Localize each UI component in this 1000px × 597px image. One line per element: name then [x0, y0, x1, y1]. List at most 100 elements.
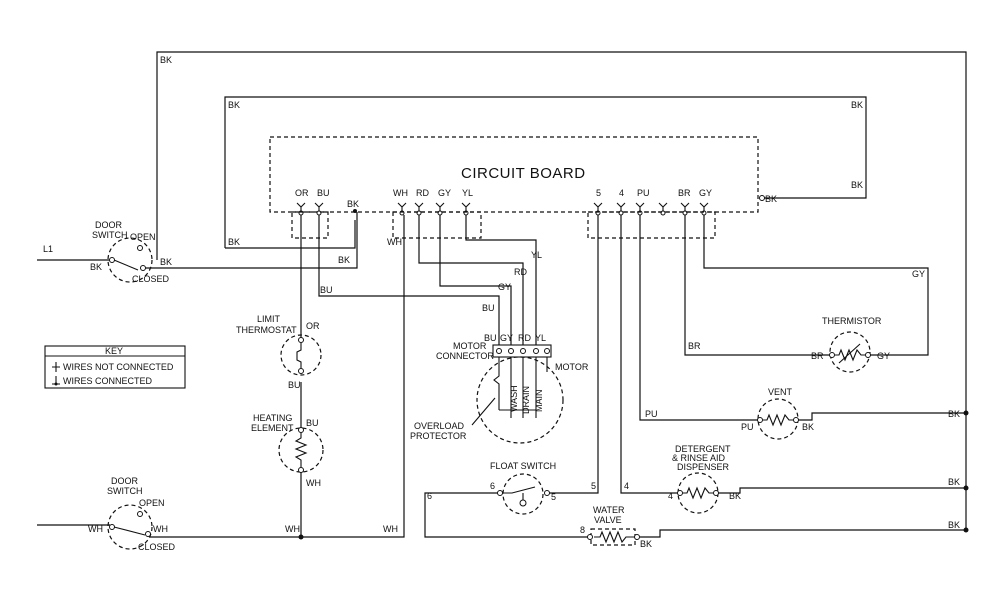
- wire-label-wh-bottom-right: WH: [383, 524, 398, 534]
- bottom-door-switch-label-2: SWITCH: [107, 486, 143, 496]
- float-switch-wiring: [424, 215, 599, 538]
- wire-label-bk-inner-left: BK: [228, 100, 240, 110]
- wire-label-6-left: 6: [427, 491, 432, 501]
- dispenser-label-1: DETERGENT: [675, 444, 731, 454]
- water-valve: [587, 528, 640, 546]
- overload-protector-leader: [471, 397, 496, 426]
- vent-pu: PU: [741, 422, 754, 432]
- vent: [757, 398, 799, 440]
- water-valve-bk: BK: [640, 539, 652, 549]
- motor-label: MOTOR: [555, 362, 589, 372]
- heater-branch-wiring: [300, 215, 500, 537]
- legend-key-title: KEY: [105, 346, 123, 356]
- thermistor-br: BR: [811, 351, 824, 361]
- motor-winding-main: MAIN: [534, 390, 544, 413]
- connector-housing-left: [291, 211, 329, 239]
- wire-label-bk-bottom-right: BK: [948, 520, 960, 530]
- float-switch-5: 5: [551, 492, 556, 502]
- wire-label-bk-vent-right: BK: [948, 409, 960, 419]
- top-door-switch-bk-in: BK: [90, 262, 102, 272]
- float-switch: [497, 473, 550, 515]
- pin-label-4: 4: [619, 188, 624, 198]
- thermistor-gy: GY: [877, 351, 890, 361]
- pin-label-wh: WH: [393, 188, 408, 198]
- wire-label-bk-top: BK: [160, 55, 172, 65]
- top-door-switch-open: OPEN: [130, 232, 156, 242]
- float-switch-6: 6: [490, 481, 495, 491]
- vent-wiring-pu: [639, 215, 760, 421]
- top-door-switch-label-1: DOOR: [95, 220, 123, 230]
- motor-connector-gy: GY: [500, 333, 513, 343]
- heating-element: [278, 427, 324, 473]
- motor-connector-yl: YL: [535, 333, 546, 343]
- pin-label-or: OR: [295, 188, 309, 198]
- circuit-board-outline: [269, 136, 759, 213]
- motor-winding-wash: WASH: [509, 385, 519, 412]
- overload-protector-label-1: OVERLOAD: [414, 421, 465, 431]
- wire-label-bu-motor: BU: [482, 303, 495, 313]
- pin-label-yl: YL: [462, 188, 473, 198]
- wire-label-bk-board-out: BK: [765, 194, 777, 204]
- water-valve-bk-run: [640, 529, 966, 538]
- heating-element-bu: BU: [306, 418, 319, 428]
- wire-label-4-run: 4: [624, 481, 629, 491]
- limit-thermostat-or: OR: [306, 321, 320, 331]
- water-valve-label-2: VALVE: [594, 515, 622, 525]
- motor: [476, 356, 564, 444]
- pin-label-br: BR: [678, 188, 691, 198]
- pin-label-5: 5: [596, 188, 601, 198]
- motor-wiring: [418, 215, 537, 345]
- limit-thermostat-bu: BU: [288, 380, 301, 390]
- motor-connector: [492, 344, 552, 358]
- heating-element-wh: WH: [306, 478, 321, 488]
- bottom-door-switch-closed: CLOSED: [138, 542, 176, 552]
- connector-housing-middle: [392, 211, 482, 239]
- wire-label-wh-housing: WH: [387, 237, 402, 247]
- pin-label-gy2: GY: [699, 188, 712, 198]
- wire-label-bk-door-run: BK: [338, 255, 350, 265]
- dispenser-bk: BK: [729, 491, 741, 501]
- dispenser-label-3: DISPENSER: [677, 462, 730, 472]
- water-valve-label-1: WATER: [593, 505, 625, 515]
- bottom-door-switch-wh-in: WH: [88, 524, 103, 534]
- pin-label-pu: PU: [637, 188, 650, 198]
- motor-connector-label-1: MOTOR: [453, 341, 487, 351]
- dispenser-wiring-4: [620, 215, 680, 494]
- limit-thermostat: [280, 334, 322, 376]
- vent-bk: BK: [802, 422, 814, 432]
- legend-key-not-connected: WIRES NOT CONNECTED: [63, 362, 174, 372]
- wire-label-bk-inner-bottom: BK: [228, 237, 240, 247]
- wire-label-gy-run: GY: [498, 282, 511, 292]
- circuit-board-title: CIRCUIT BOARD: [461, 165, 586, 182]
- top-door-switch: [107, 237, 153, 283]
- wire-label-br-run: BR: [688, 341, 701, 351]
- heating-element-label-2: ELEMENT: [251, 423, 294, 433]
- wire-label-bk-dispenser-right: BK: [948, 477, 960, 487]
- dispenser-wiring-bk: [716, 487, 966, 494]
- legend-key-connected: WIRES CONNECTED: [63, 376, 153, 386]
- bottom-door-switch-wh-out: WH: [153, 524, 168, 534]
- wire-label-5-right: 5: [591, 481, 596, 491]
- top-door-switch-label-2: SWITCH: [92, 230, 128, 240]
- top-door-switch-bk-out: BK: [160, 257, 172, 267]
- dispenser-label-2: & RINSE AID: [672, 453, 726, 463]
- dispenser-4: 4: [668, 491, 673, 501]
- connector-housing-right: [587, 211, 716, 239]
- wire-label-gy-right: GY: [912, 269, 925, 279]
- top-door-switch-closed: CLOSED: [132, 274, 170, 284]
- bottom-door-line-out: [150, 215, 405, 538]
- pin-label-gy: GY: [438, 188, 451, 198]
- board-pin-labels: OR BU WH RD GY YL 5 4 PU BR GY: [295, 188, 712, 198]
- vent-wiring-bk: [796, 412, 966, 421]
- float-switch-label: FLOAT SWITCH: [490, 461, 556, 471]
- pin-label-bu: BU: [317, 188, 330, 198]
- vent-label: VENT: [768, 387, 793, 397]
- water-valve-8: 8: [580, 525, 585, 535]
- overload-protector-label-2: PROTECTOR: [410, 431, 467, 441]
- thermistor-wiring-gy: [703, 215, 929, 356]
- bottom-door-switch-open: OPEN: [139, 498, 165, 508]
- motor-connector-rd: RD: [518, 333, 531, 343]
- wire-label-bk-board-right: BK: [851, 180, 863, 190]
- bottom-door-switch-label-1: DOOR: [111, 476, 139, 486]
- heating-element-label-1: HEATING: [253, 413, 292, 423]
